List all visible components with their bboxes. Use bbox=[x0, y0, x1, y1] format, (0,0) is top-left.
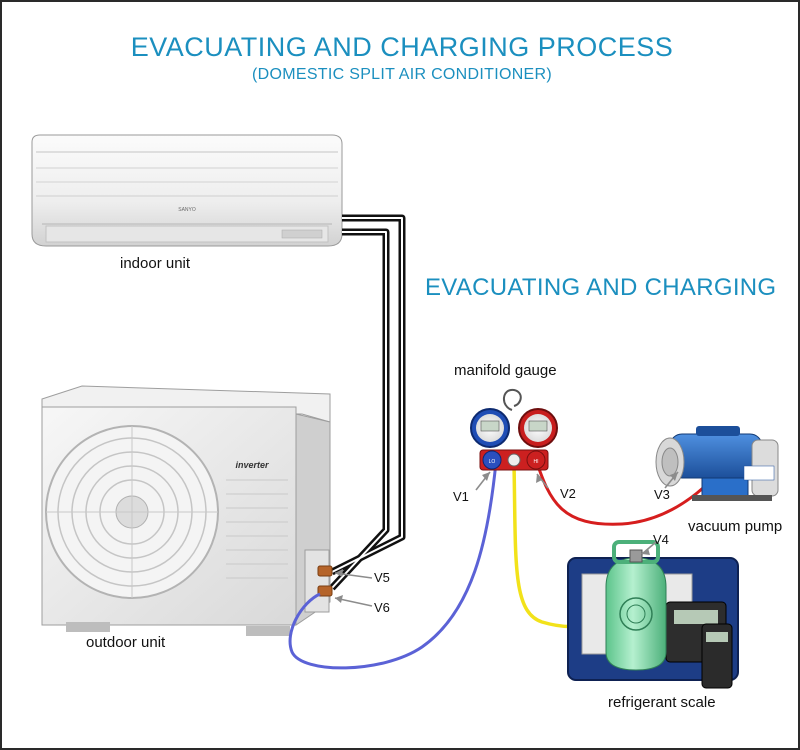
inverter-badge: inverter bbox=[235, 460, 269, 470]
vacuum-pump bbox=[655, 426, 779, 501]
indoor-brand-logo: SANYO bbox=[178, 207, 196, 213]
section-title: EVACUATING AND CHARGING bbox=[425, 274, 777, 301]
valve-v6-label: V6 bbox=[374, 600, 390, 615]
subtitle: (DOMESTIC SPLIT AIR CONDITIONER) bbox=[252, 66, 552, 83]
valve-v3-label: V3 bbox=[654, 487, 670, 502]
manifold-gauge-label: manifold gauge bbox=[454, 362, 557, 379]
valve-v1-label: V1 bbox=[453, 489, 469, 504]
indoor-unit: SANYO bbox=[31, 134, 343, 247]
service-valve-v5 bbox=[317, 565, 333, 577]
indoor-unit-label: indoor unit bbox=[120, 255, 191, 272]
valve-v2-label: V2 bbox=[560, 486, 576, 501]
refrigerant-pipes bbox=[329, 214, 406, 591]
refrigerant-cylinder bbox=[605, 540, 667, 671]
refrigerant-scale-label: refrigerant scale bbox=[608, 694, 716, 711]
valve-v5-label: V5 bbox=[374, 570, 390, 585]
manifold-gauge: LO HI bbox=[470, 388, 558, 471]
vacuum-pump-label: vacuum pump bbox=[688, 518, 783, 535]
gauge-low-label: LO bbox=[489, 459, 496, 465]
blue-hose bbox=[288, 461, 498, 670]
outdoor-unit: inverter bbox=[41, 385, 331, 636]
arrow-heads bbox=[335, 472, 678, 603]
outdoor-unit-label: outdoor unit bbox=[86, 634, 166, 651]
service-valve-v6 bbox=[317, 585, 333, 597]
main-title: EVACUATING AND CHARGING PROCESS bbox=[130, 32, 674, 62]
valve-v4-label: V4 bbox=[653, 532, 669, 547]
gauge-high-label: HI bbox=[534, 459, 539, 465]
